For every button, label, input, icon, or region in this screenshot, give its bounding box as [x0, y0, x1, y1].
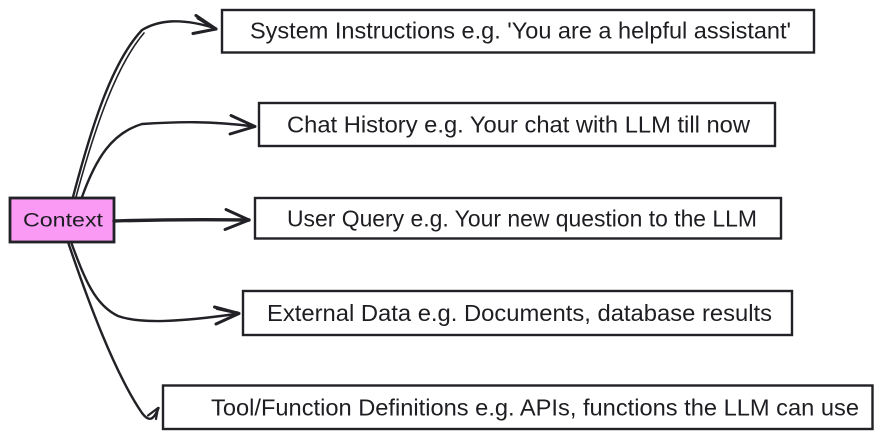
svg-text:User Query e.g. Your new quest: User Query e.g. Your new question to the… — [287, 206, 757, 232]
svg-text:Chat History e.g. Your chat wi: Chat History e.g. Your chat with LLM til… — [287, 112, 751, 138]
svg-text:External Data e.g. Documents,: External Data e.g. Documents, database r… — [267, 300, 772, 326]
svg-text:Context: Context — [23, 210, 104, 232]
svg-text:Tool/Function Definitions e.g.: Tool/Function Definitions e.g. APIs, fun… — [211, 395, 859, 421]
svg-text:System Instructions e.g. 'You: System Instructions e.g. 'You are a help… — [250, 18, 791, 44]
